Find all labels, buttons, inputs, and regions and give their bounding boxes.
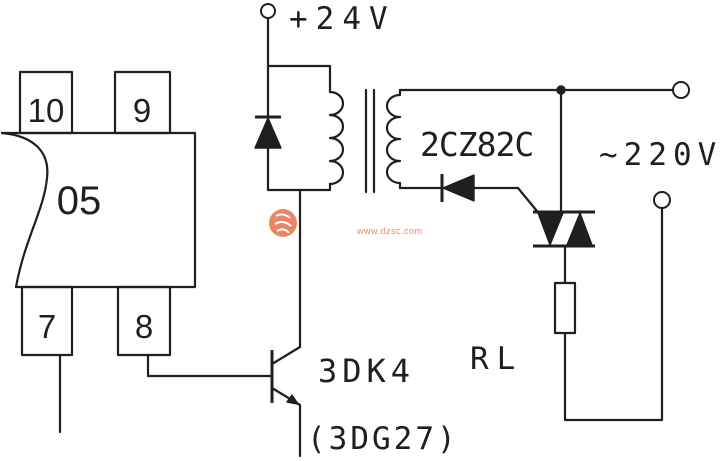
ic-pin-7-box bbox=[20, 285, 74, 357]
ic-module: 10 9 05 7 8 bbox=[0, 70, 274, 434]
transistor-label: 3DK4 bbox=[318, 352, 415, 390]
triac-triangle-up bbox=[566, 212, 593, 246]
emitter-arrow-icon bbox=[286, 394, 299, 405]
secondary-winding bbox=[385, 88, 402, 190]
primary-top-wire bbox=[266, 64, 332, 94]
supply-section: +24V bbox=[254, 1, 396, 349]
mains-voltage-label: ~220V bbox=[599, 137, 722, 173]
ic-pin-7-label: 7 bbox=[38, 308, 56, 345]
freewheel-diode-triangle bbox=[254, 117, 282, 149]
transistor-alt-label: (3DG27) bbox=[307, 421, 459, 457]
gate-diode-label: 2CZ82C bbox=[420, 125, 533, 164]
primary-bottom-wire bbox=[266, 146, 332, 192]
triac-section: RL bbox=[470, 88, 671, 422]
transformer bbox=[328, 88, 402, 194]
gate-diode-triangle bbox=[442, 174, 475, 202]
transistor-emitter bbox=[270, 386, 302, 458]
supply-terminal bbox=[260, 3, 276, 19]
base-wire bbox=[146, 353, 274, 378]
ic-pin-8-label: 8 bbox=[135, 308, 153, 345]
transistor: 3DK4 (3DG27) bbox=[270, 345, 459, 458]
mains-terminal-top bbox=[672, 81, 690, 99]
ic-break-line bbox=[0, 131, 49, 289]
ic-pin-10-label: 10 bbox=[28, 92, 65, 129]
supply-voltage-label: +24V bbox=[289, 1, 396, 37]
ic-label: 05 bbox=[57, 179, 102, 223]
watermark-logo-pattern bbox=[274, 213, 292, 234]
triac-triangle-down bbox=[537, 212, 564, 246]
gate-wire bbox=[472, 186, 543, 218]
ic-body-outline bbox=[0, 131, 197, 289]
load-resistor bbox=[553, 281, 577, 335]
watermark: www.dzsc.com bbox=[269, 209, 423, 237]
mains-return-wire bbox=[563, 206, 664, 422]
mains-terminal-bottom bbox=[653, 191, 671, 209]
load-label: RL bbox=[470, 341, 523, 377]
primary-winding bbox=[328, 90, 345, 186]
ic-pin-9-label: 9 bbox=[133, 92, 151, 129]
watermark-url: www.dzsc.com bbox=[356, 226, 423, 236]
transistor-collector bbox=[270, 345, 302, 366]
secondary-section: 2CZ82C ~220V bbox=[398, 81, 722, 218]
ic-pin-8-box bbox=[116, 285, 172, 357]
